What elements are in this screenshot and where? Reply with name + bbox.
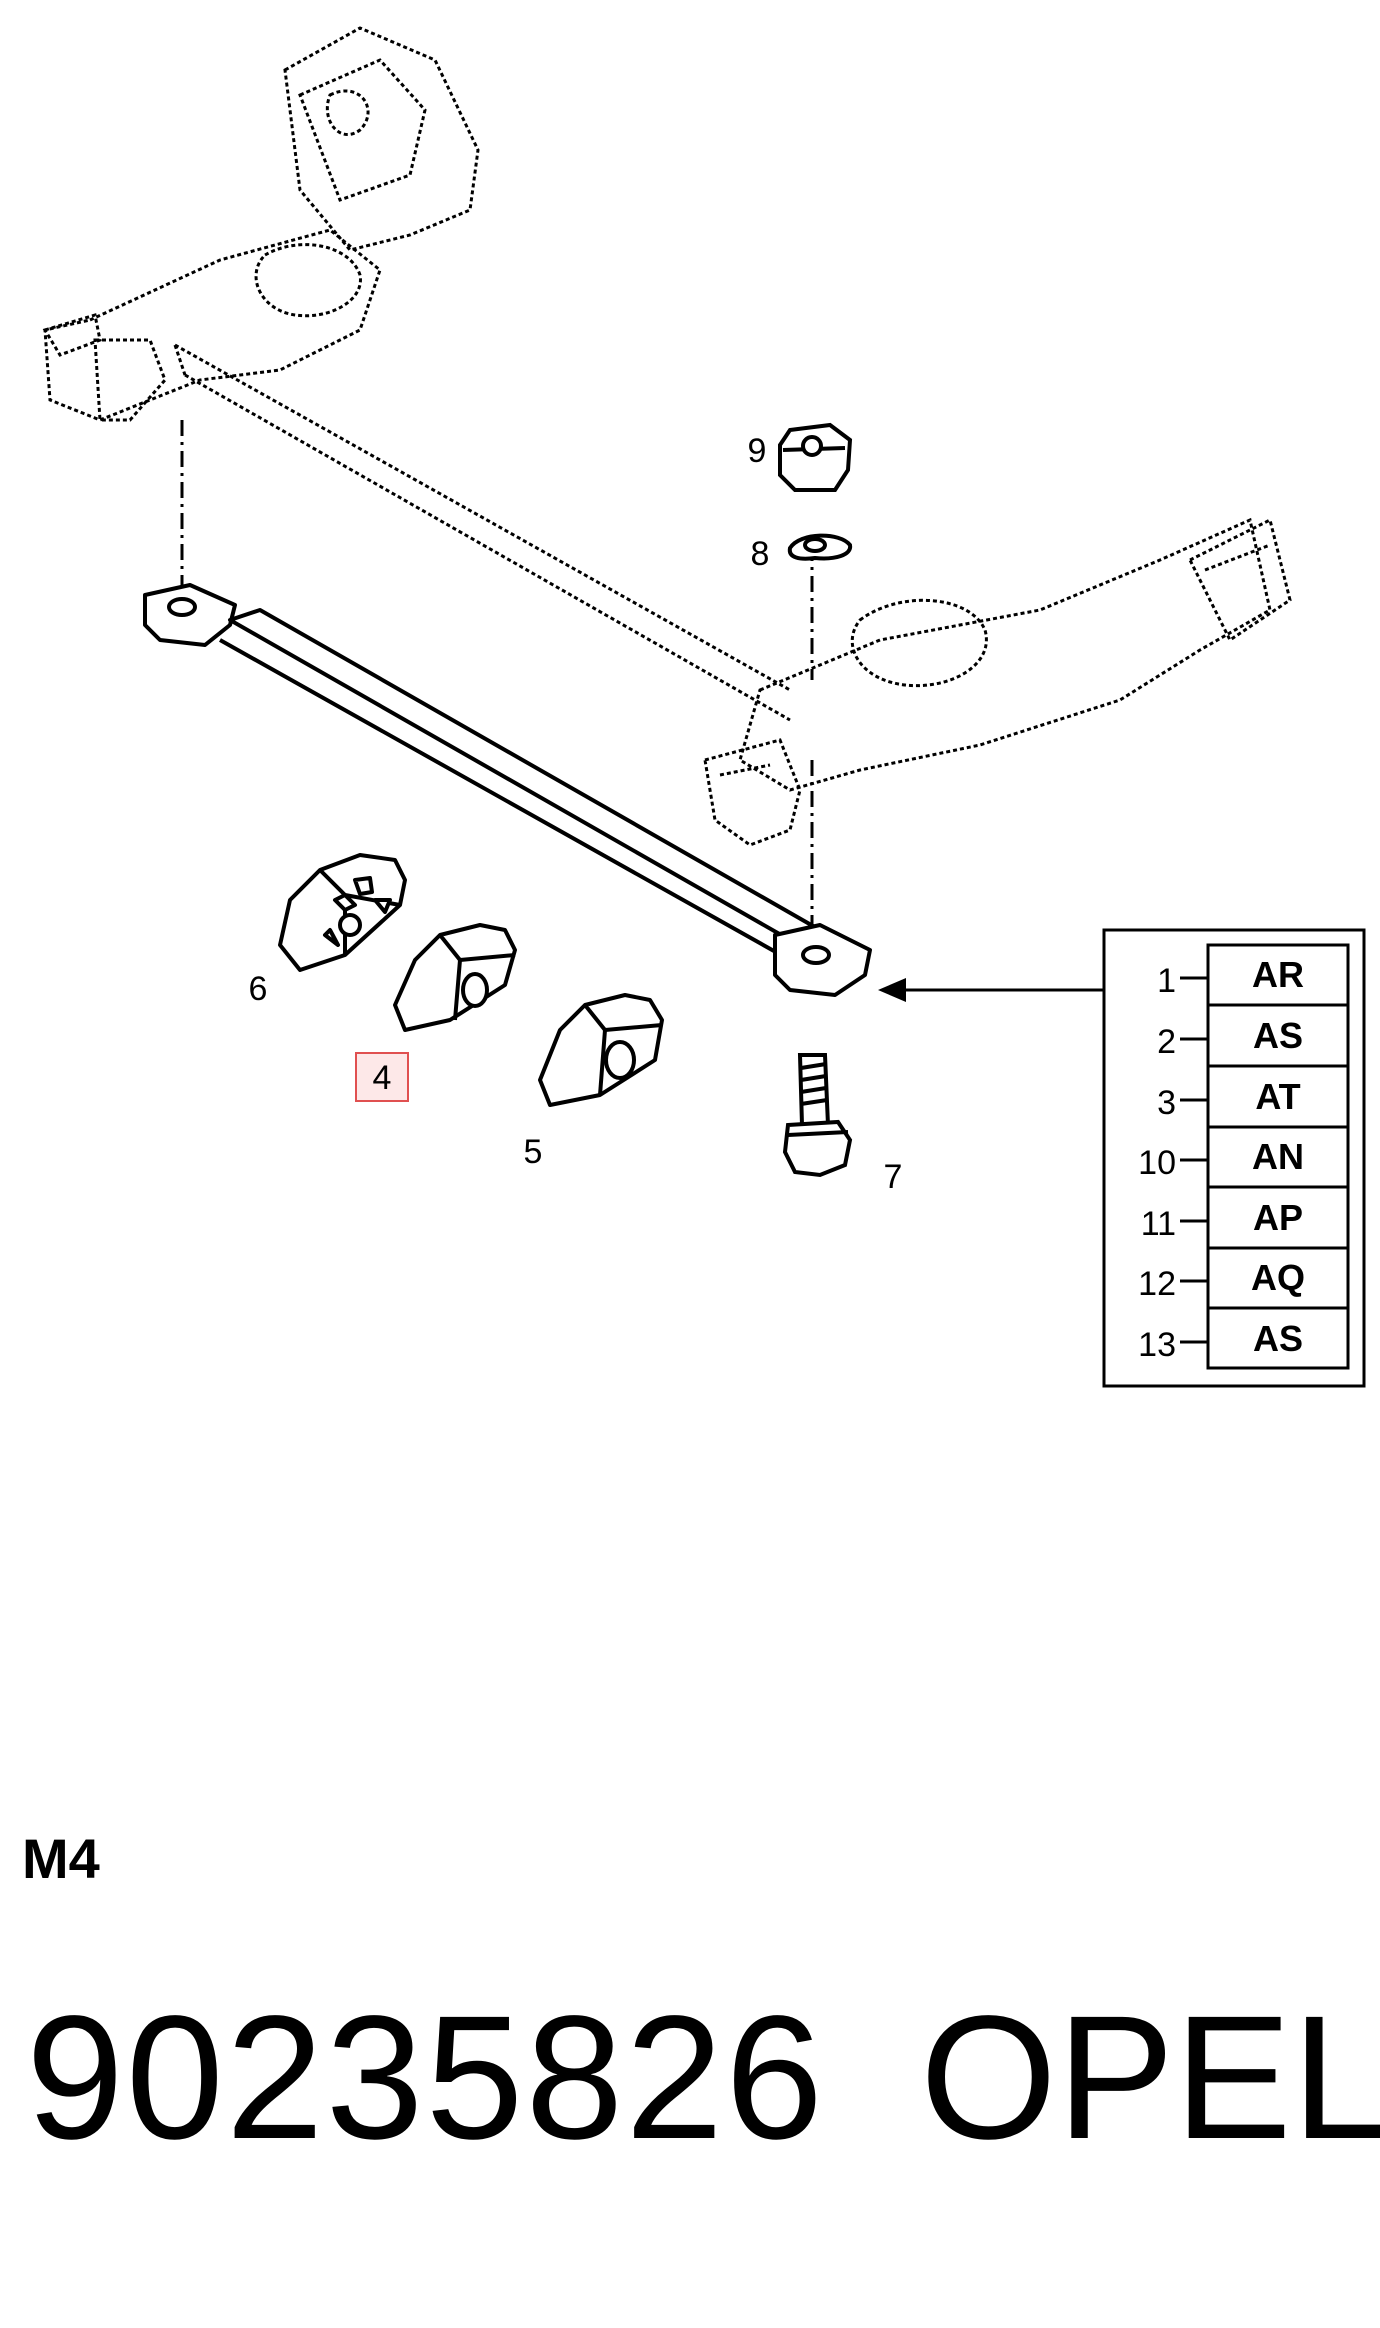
table-code: AS <box>1253 1318 1303 1359</box>
washer-part-8 <box>787 533 853 561</box>
brand-name: OPEL <box>920 1980 1380 2176</box>
assembly-centerlines <box>180 420 814 935</box>
table-code: AP <box>1253 1197 1303 1238</box>
mount-part-4 <box>393 923 517 1032</box>
table-code: AQ <box>1251 1257 1305 1298</box>
bolt-part-7 <box>782 1053 853 1178</box>
callout-8: 8 <box>751 535 770 573</box>
highlight-box-4 <box>355 1052 409 1102</box>
table-ref: 1 <box>1157 962 1176 1000</box>
callout-5: 5 <box>524 1133 543 1171</box>
section-code: M4 <box>22 1827 100 1890</box>
callout-7: 7 <box>884 1158 903 1196</box>
table-ref: 13 <box>1138 1326 1176 1364</box>
table-pointer-arrow <box>878 978 1104 1002</box>
callout-6: 6 <box>249 970 268 1008</box>
lower-brace <box>143 583 872 997</box>
callout-4: 4 <box>373 1059 392 1097</box>
table-ref: 3 <box>1157 1084 1176 1122</box>
table-ref: 12 <box>1138 1265 1176 1303</box>
mount-part-5 <box>538 993 664 1107</box>
table-ref: 2 <box>1157 1023 1176 1061</box>
variant-table: 1 AR 2 AS 3 AT 10 AN 11 AP 12 AQ 13 AS <box>1102 928 1366 1388</box>
mount-part-6 <box>278 853 407 972</box>
table-code: AT <box>1255 1076 1300 1117</box>
table-ref: 10 <box>1138 1144 1176 1182</box>
part-number: 90235826 <box>26 1980 826 2176</box>
table-ref: 11 <box>1141 1205 1176 1243</box>
nut-part-9 <box>778 422 853 492</box>
table-code: AS <box>1253 1015 1303 1056</box>
table-code: AN <box>1252 1136 1304 1177</box>
subframe <box>42 26 1292 847</box>
table-code: AR <box>1252 954 1304 995</box>
callout-9: 9 <box>748 432 767 470</box>
